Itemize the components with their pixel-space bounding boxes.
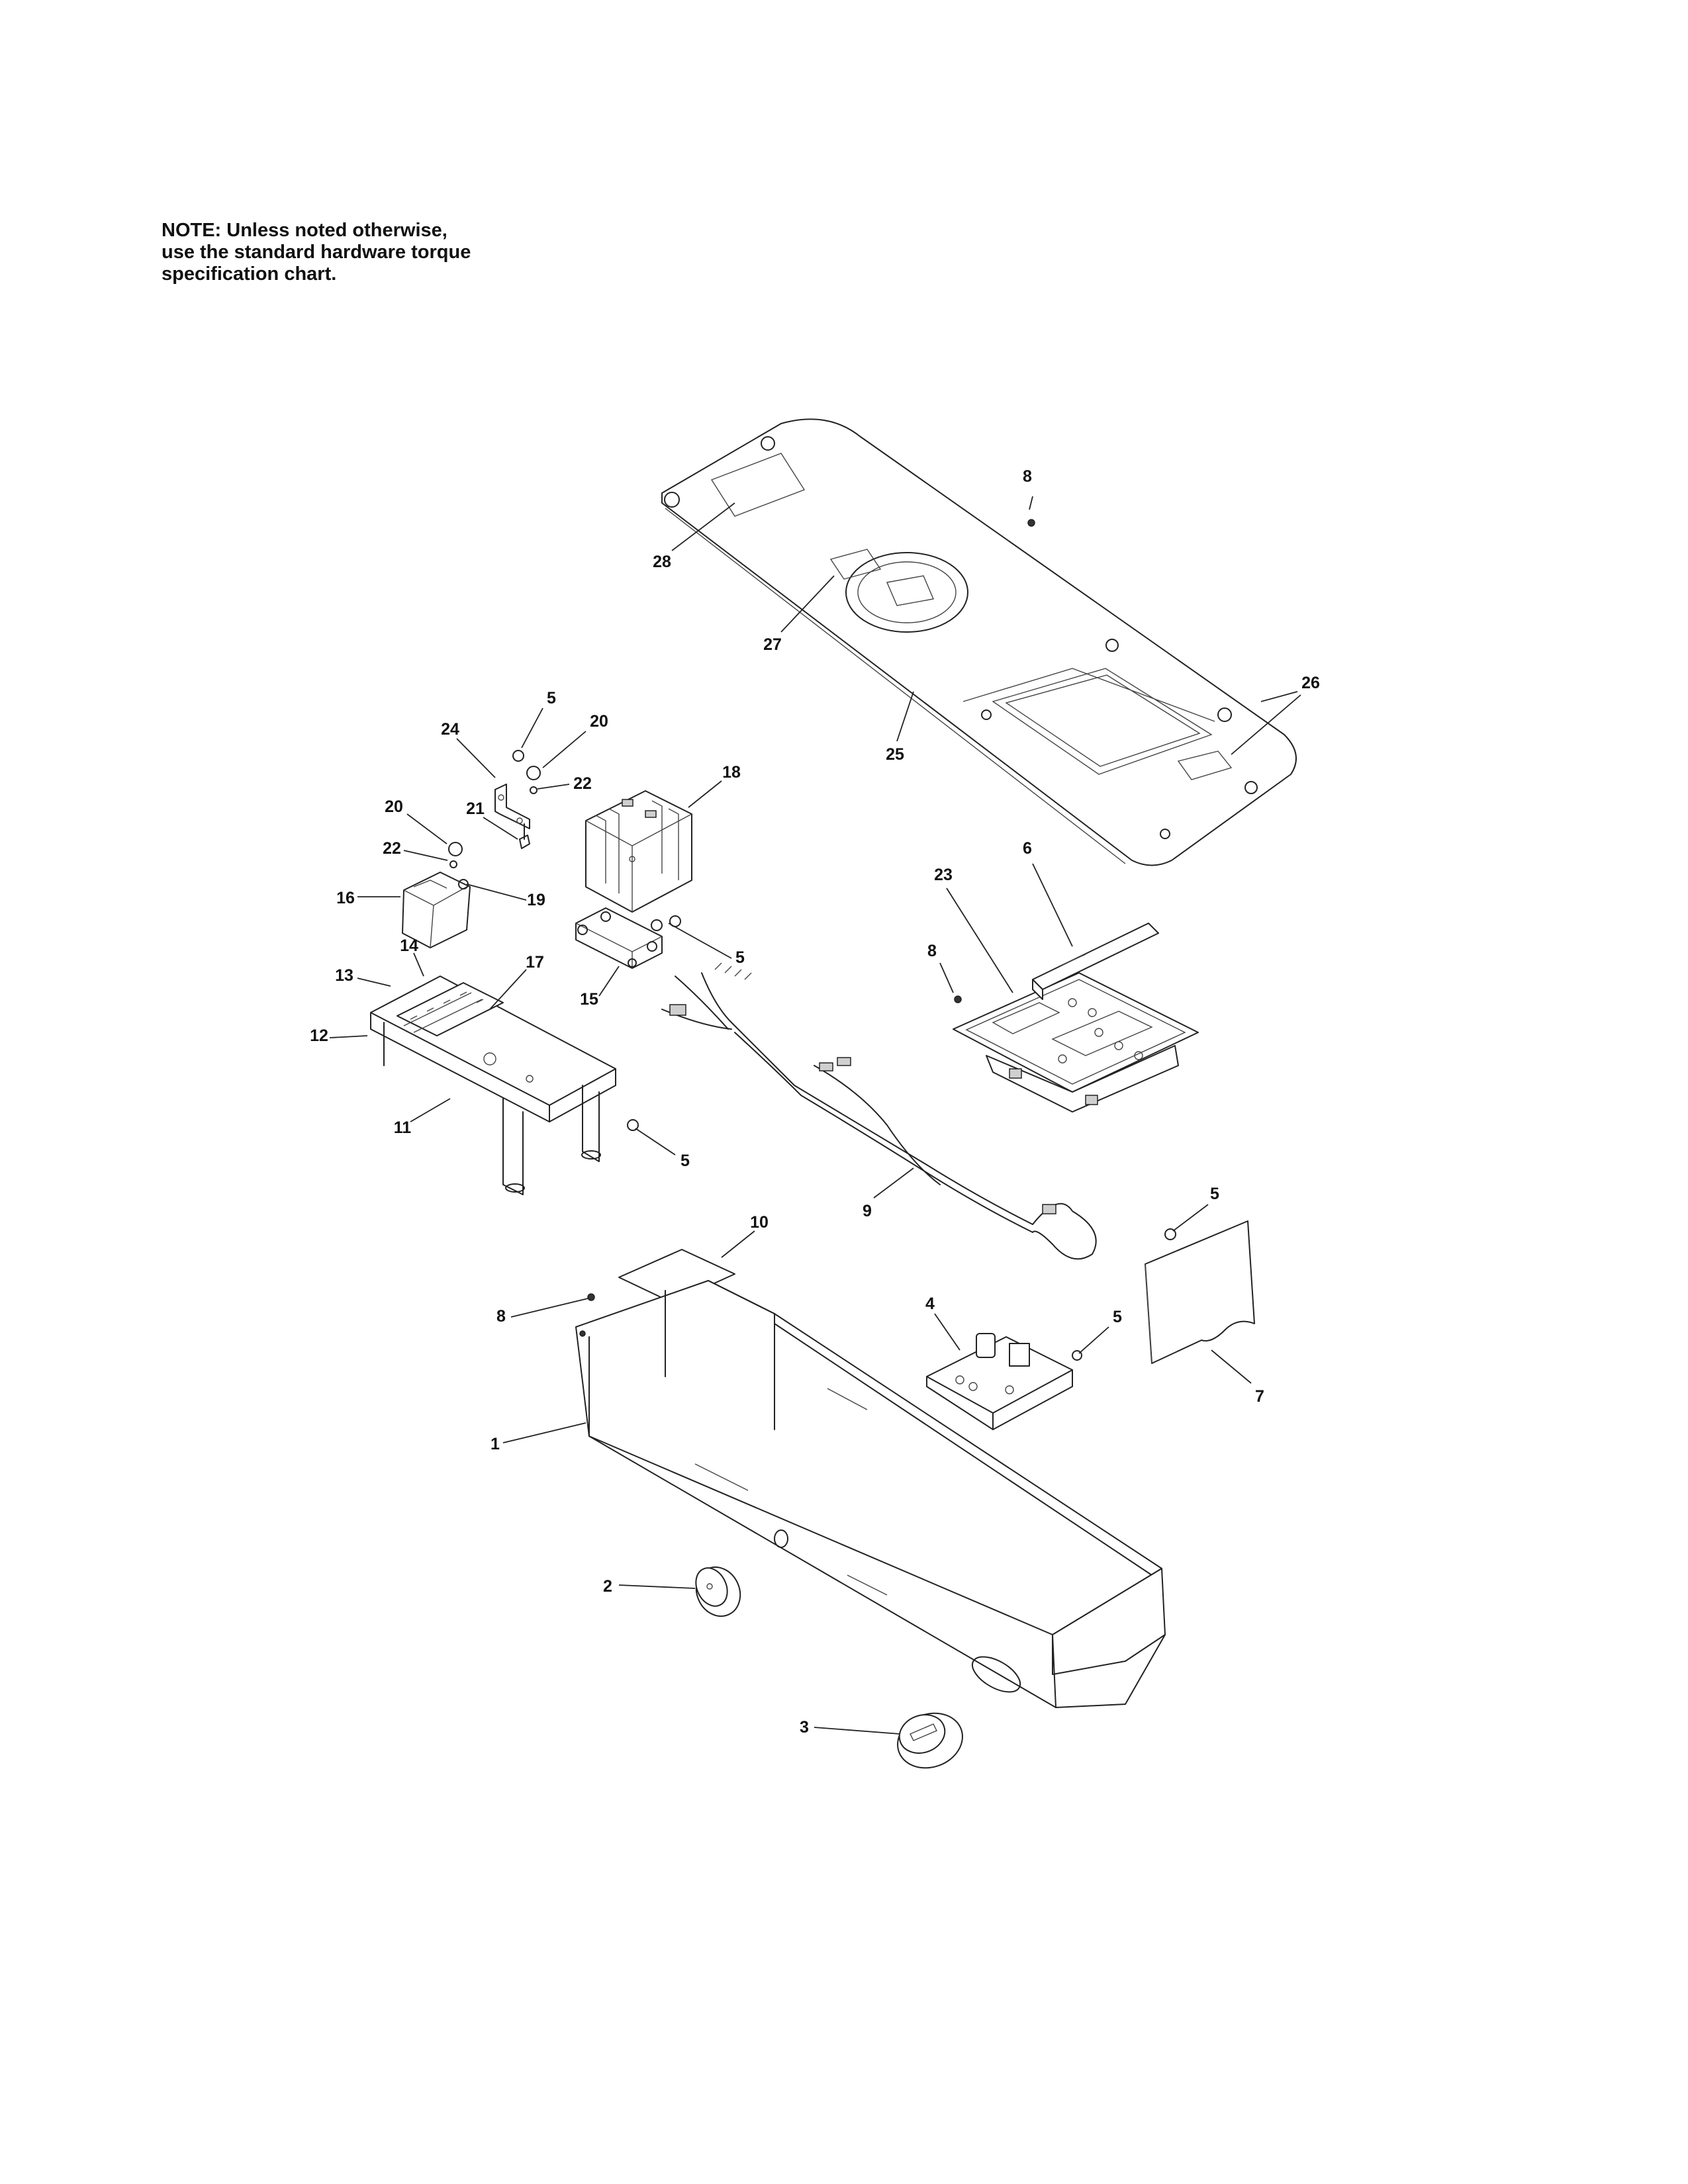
fuse-holder-part-16 [402,872,471,948]
callout-19: 19 [527,891,545,909]
callout-8-board: 8 [927,942,937,960]
label-26-outline [1177,751,1233,780]
callout-10: 10 [750,1213,769,1232]
callout-12: 12 [310,1026,328,1045]
callout-8-base: 8 [496,1307,506,1326]
bracket-part-11 [370,976,616,1195]
callout-14: 14 [400,936,418,955]
callout-5-top: 5 [547,689,556,707]
callout-22-top: 22 [573,774,592,793]
callout-28: 28 [653,553,671,571]
callout-20-top: 20 [590,712,608,731]
callout-5-board: 5 [1113,1308,1122,1326]
callout-25: 25 [886,745,904,764]
callout-8-top: 8 [1023,467,1032,486]
label-27-outline [829,549,882,580]
callout-26: 26 [1301,674,1320,692]
callout-5-bracket: 5 [680,1152,690,1170]
note-line-1: NOTE: Unless noted otherwise, [162,220,447,241]
control-board-part-23 [953,972,1199,1113]
callout-18: 18 [722,763,741,782]
relay-part-15 [575,907,663,969]
callout-20-left: 20 [385,797,403,816]
cover-plate-part-7 [1145,1220,1255,1364]
callout-17: 17 [526,953,544,972]
callout-numbers: 28 27 25 26 8 23 6 8 24 5 20 22 18 20 22… [310,467,1320,1737]
callout-22-left: 22 [383,839,401,858]
callout-9: 9 [863,1202,872,1220]
callout-6: 6 [1023,839,1032,858]
callout-5-cover: 5 [1210,1185,1219,1203]
note-line-2: use the standard hardware torque [162,242,471,263]
callout-5-relay: 5 [735,948,745,967]
contactor-part-18 [585,790,692,913]
foot-part-2 [695,1567,741,1617]
callout-13: 13 [335,966,353,985]
board-part-4 [926,1333,1073,1430]
base-channel-part-1 [575,1280,1166,1708]
callout-21: 21 [466,799,485,818]
callout-3: 3 [800,1718,809,1737]
foot-part-3 [897,1712,963,1769]
callout-11: 11 [394,1118,412,1137]
callout-1: 1 [491,1435,500,1453]
wire-harness-part-9 [661,962,1097,1260]
leader-lines [329,496,1301,1735]
callout-24: 24 [441,720,459,739]
torque-note: NOTE: Unless noted otherwise, use the st… [162,220,625,285]
display-strip-part-6 [1032,923,1159,1000]
top-panel-part-25 [661,418,1297,866]
callout-15: 15 [580,990,598,1009]
callout-4: 4 [925,1295,935,1313]
callout-16: 16 [336,889,355,907]
label-28-outline [710,453,806,517]
callout-7: 7 [1255,1387,1264,1406]
callout-23: 23 [934,866,953,884]
callout-27: 27 [763,635,782,654]
label-part-10 [618,1249,735,1303]
note-line-3: specification chart. [162,263,337,285]
callout-2: 2 [603,1577,612,1596]
